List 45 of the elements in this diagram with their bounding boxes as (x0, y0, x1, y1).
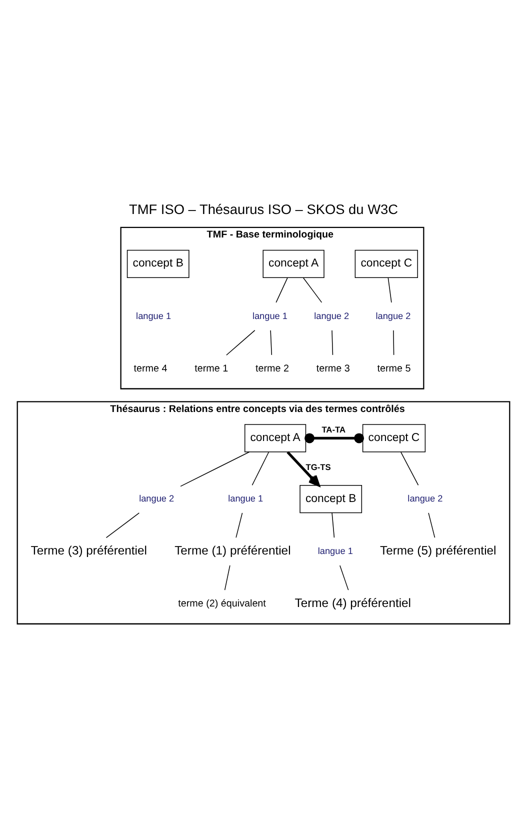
node-text: terme (2) équivalent (178, 598, 266, 610)
node-box: concept B (300, 485, 362, 514)
node-text: langue 2 (139, 493, 174, 504)
node-text: terme 5 (377, 364, 411, 375)
connector (393, 330, 394, 356)
connector (252, 452, 270, 486)
node-text: Terme (5) préférentiel (380, 543, 496, 558)
connector (180, 452, 250, 487)
connector (236, 512, 243, 538)
node-text: langue 2 (376, 310, 411, 321)
node-box: concept C (354, 250, 418, 278)
node-box: concept A (262, 250, 324, 278)
connector (388, 277, 392, 303)
connector (270, 330, 272, 356)
connector (304, 433, 364, 444)
connector (332, 512, 335, 538)
node-text: terme 2 (256, 364, 289, 375)
node-text: terme 4 (134, 364, 168, 375)
connector (224, 565, 230, 590)
diagram-title: TMF ISO – Thésaurus ISO – SKOS du W3C (128, 202, 398, 218)
connector (340, 565, 349, 590)
connector (302, 277, 322, 303)
node-box: concept B (126, 250, 190, 278)
node-text: langue 1 (136, 310, 172, 321)
node-text: langue 1 (252, 310, 288, 321)
connector (106, 512, 140, 538)
node-text: langue 2 (314, 310, 350, 321)
node-box: concept C (362, 424, 426, 452)
node-text: terme 1 (194, 364, 228, 375)
node-text: Terme (4) préférentiel (294, 596, 412, 610)
node-text: langue 1 (318, 546, 353, 556)
node-box: concept A (244, 424, 306, 452)
connector (276, 277, 288, 303)
connector (400, 452, 419, 486)
edge-label: TA-TA (322, 424, 346, 435)
node-text: langue 1 (228, 493, 264, 504)
connector (428, 512, 436, 538)
edge-label: TG-TS (306, 462, 331, 472)
node-text: terme 3 (316, 364, 350, 375)
connector (226, 330, 256, 356)
node-text: Terme (3) préférentiel (30, 543, 147, 558)
arrow (286, 451, 320, 487)
node-text: Terme (1) préférentiel (174, 543, 291, 558)
node-text: langue 2 (408, 493, 443, 504)
connector (332, 330, 334, 356)
